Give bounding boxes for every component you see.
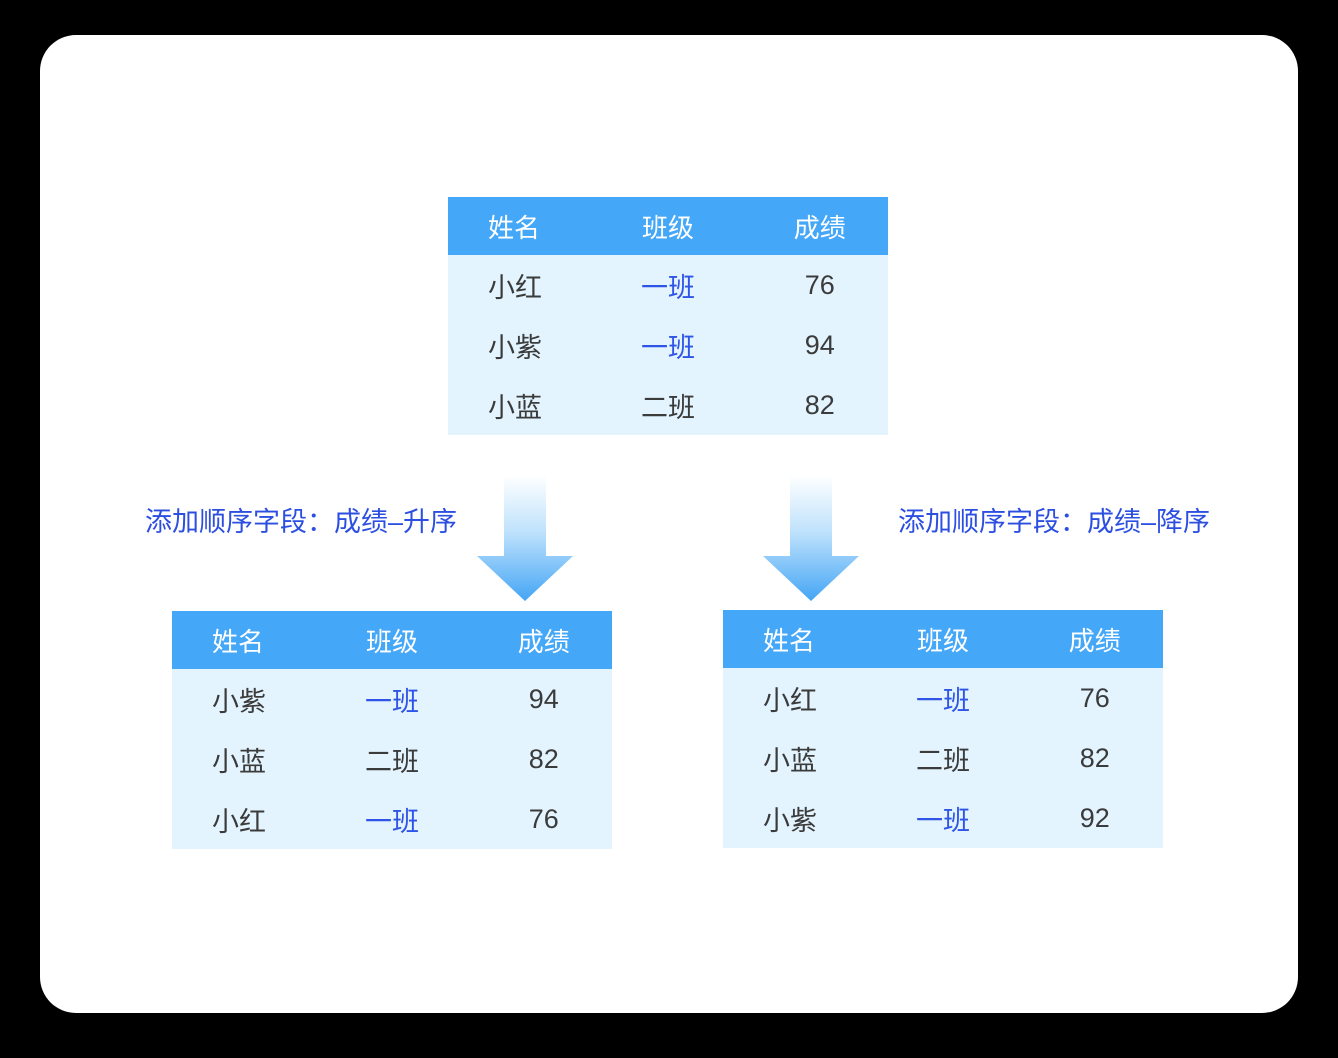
cell-score: 82 (1079, 742, 1110, 773)
cell-score: 82 (528, 743, 559, 774)
cell-class: 二班 (640, 392, 695, 423)
cell-name: 小紫 (488, 332, 542, 363)
column-header-name: 姓名 (488, 212, 541, 243)
column-header-score: 成绩 (517, 626, 570, 657)
table-row: 小紫 一班 94 (448, 315, 888, 375)
table-sorted-ascending: 姓名 班级 成绩 小紫 一班 94 小蓝 二班 82 小红 一班 76 (172, 611, 612, 849)
cell-class: 一班 (915, 805, 970, 836)
table-row: 小紫 一班 92 (723, 788, 1163, 848)
cell-name: 小紫 (212, 686, 266, 717)
cell-class: 一班 (364, 806, 419, 837)
table-row: 小蓝 二班 82 (448, 375, 888, 435)
cell-score: 76 (1079, 682, 1110, 713)
cell-class: 二班 (915, 745, 970, 776)
column-header-class: 班级 (916, 625, 969, 656)
table-row: 小蓝 二班 82 (172, 729, 612, 789)
cell-name: 小蓝 (212, 746, 266, 777)
column-header-class: 班级 (365, 626, 418, 657)
table-descending-header: 姓名 班级 成绩 (723, 610, 1163, 668)
diagram-card: 姓名 班级 成绩 小红 一班 76 小紫 一班 94 小蓝 二班 82 添加顺序… (40, 35, 1298, 1013)
cell-name: 小蓝 (488, 392, 542, 423)
cell-name: 小紫 (763, 805, 817, 836)
cell-class: 一班 (640, 272, 695, 303)
cell-name: 小红 (763, 685, 817, 716)
cell-score: 94 (804, 329, 835, 360)
column-header-name: 姓名 (212, 626, 265, 657)
down-arrow-icon (763, 475, 859, 601)
cell-class: 二班 (364, 746, 419, 777)
cell-class: 一班 (640, 332, 695, 363)
table-row: 小紫 一班 94 (172, 669, 612, 729)
cell-class: 一班 (364, 686, 419, 717)
down-arrow-icon (477, 475, 573, 601)
ascending-sort-label: 添加顺序字段：成绩–升序 (144, 507, 457, 537)
cell-score: 76 (804, 269, 835, 300)
table-row: 小红 一班 76 (448, 255, 888, 315)
table-row: 小蓝 二班 82 (723, 728, 1163, 788)
cell-score: 92 (1079, 802, 1110, 833)
table-row: 小红 一班 76 (723, 668, 1163, 728)
table-sorted-descending: 姓名 班级 成绩 小红 一班 76 小蓝 二班 82 小紫 一班 92 (723, 610, 1163, 848)
table-row: 小红 一班 76 (172, 789, 612, 849)
table-original: 姓名 班级 成绩 小红 一班 76 小紫 一班 94 小蓝 二班 82 (448, 197, 888, 435)
column-header-name: 姓名 (763, 625, 816, 656)
descending-sort-label: 添加顺序字段：成绩–降序 (898, 507, 1211, 537)
table-ascending-header: 姓名 班级 成绩 (172, 611, 612, 669)
cell-name: 小红 (212, 806, 266, 837)
cell-name: 小红 (488, 272, 542, 303)
cell-score: 94 (528, 683, 559, 714)
column-header-score: 成绩 (1068, 625, 1121, 656)
cell-score: 76 (528, 803, 559, 834)
cell-class: 一班 (915, 685, 970, 716)
column-header-score: 成绩 (793, 212, 846, 243)
cell-name: 小蓝 (763, 745, 817, 776)
column-header-class: 班级 (641, 212, 694, 243)
table-original-header: 姓名 班级 成绩 (448, 197, 888, 255)
cell-score: 82 (804, 389, 835, 420)
